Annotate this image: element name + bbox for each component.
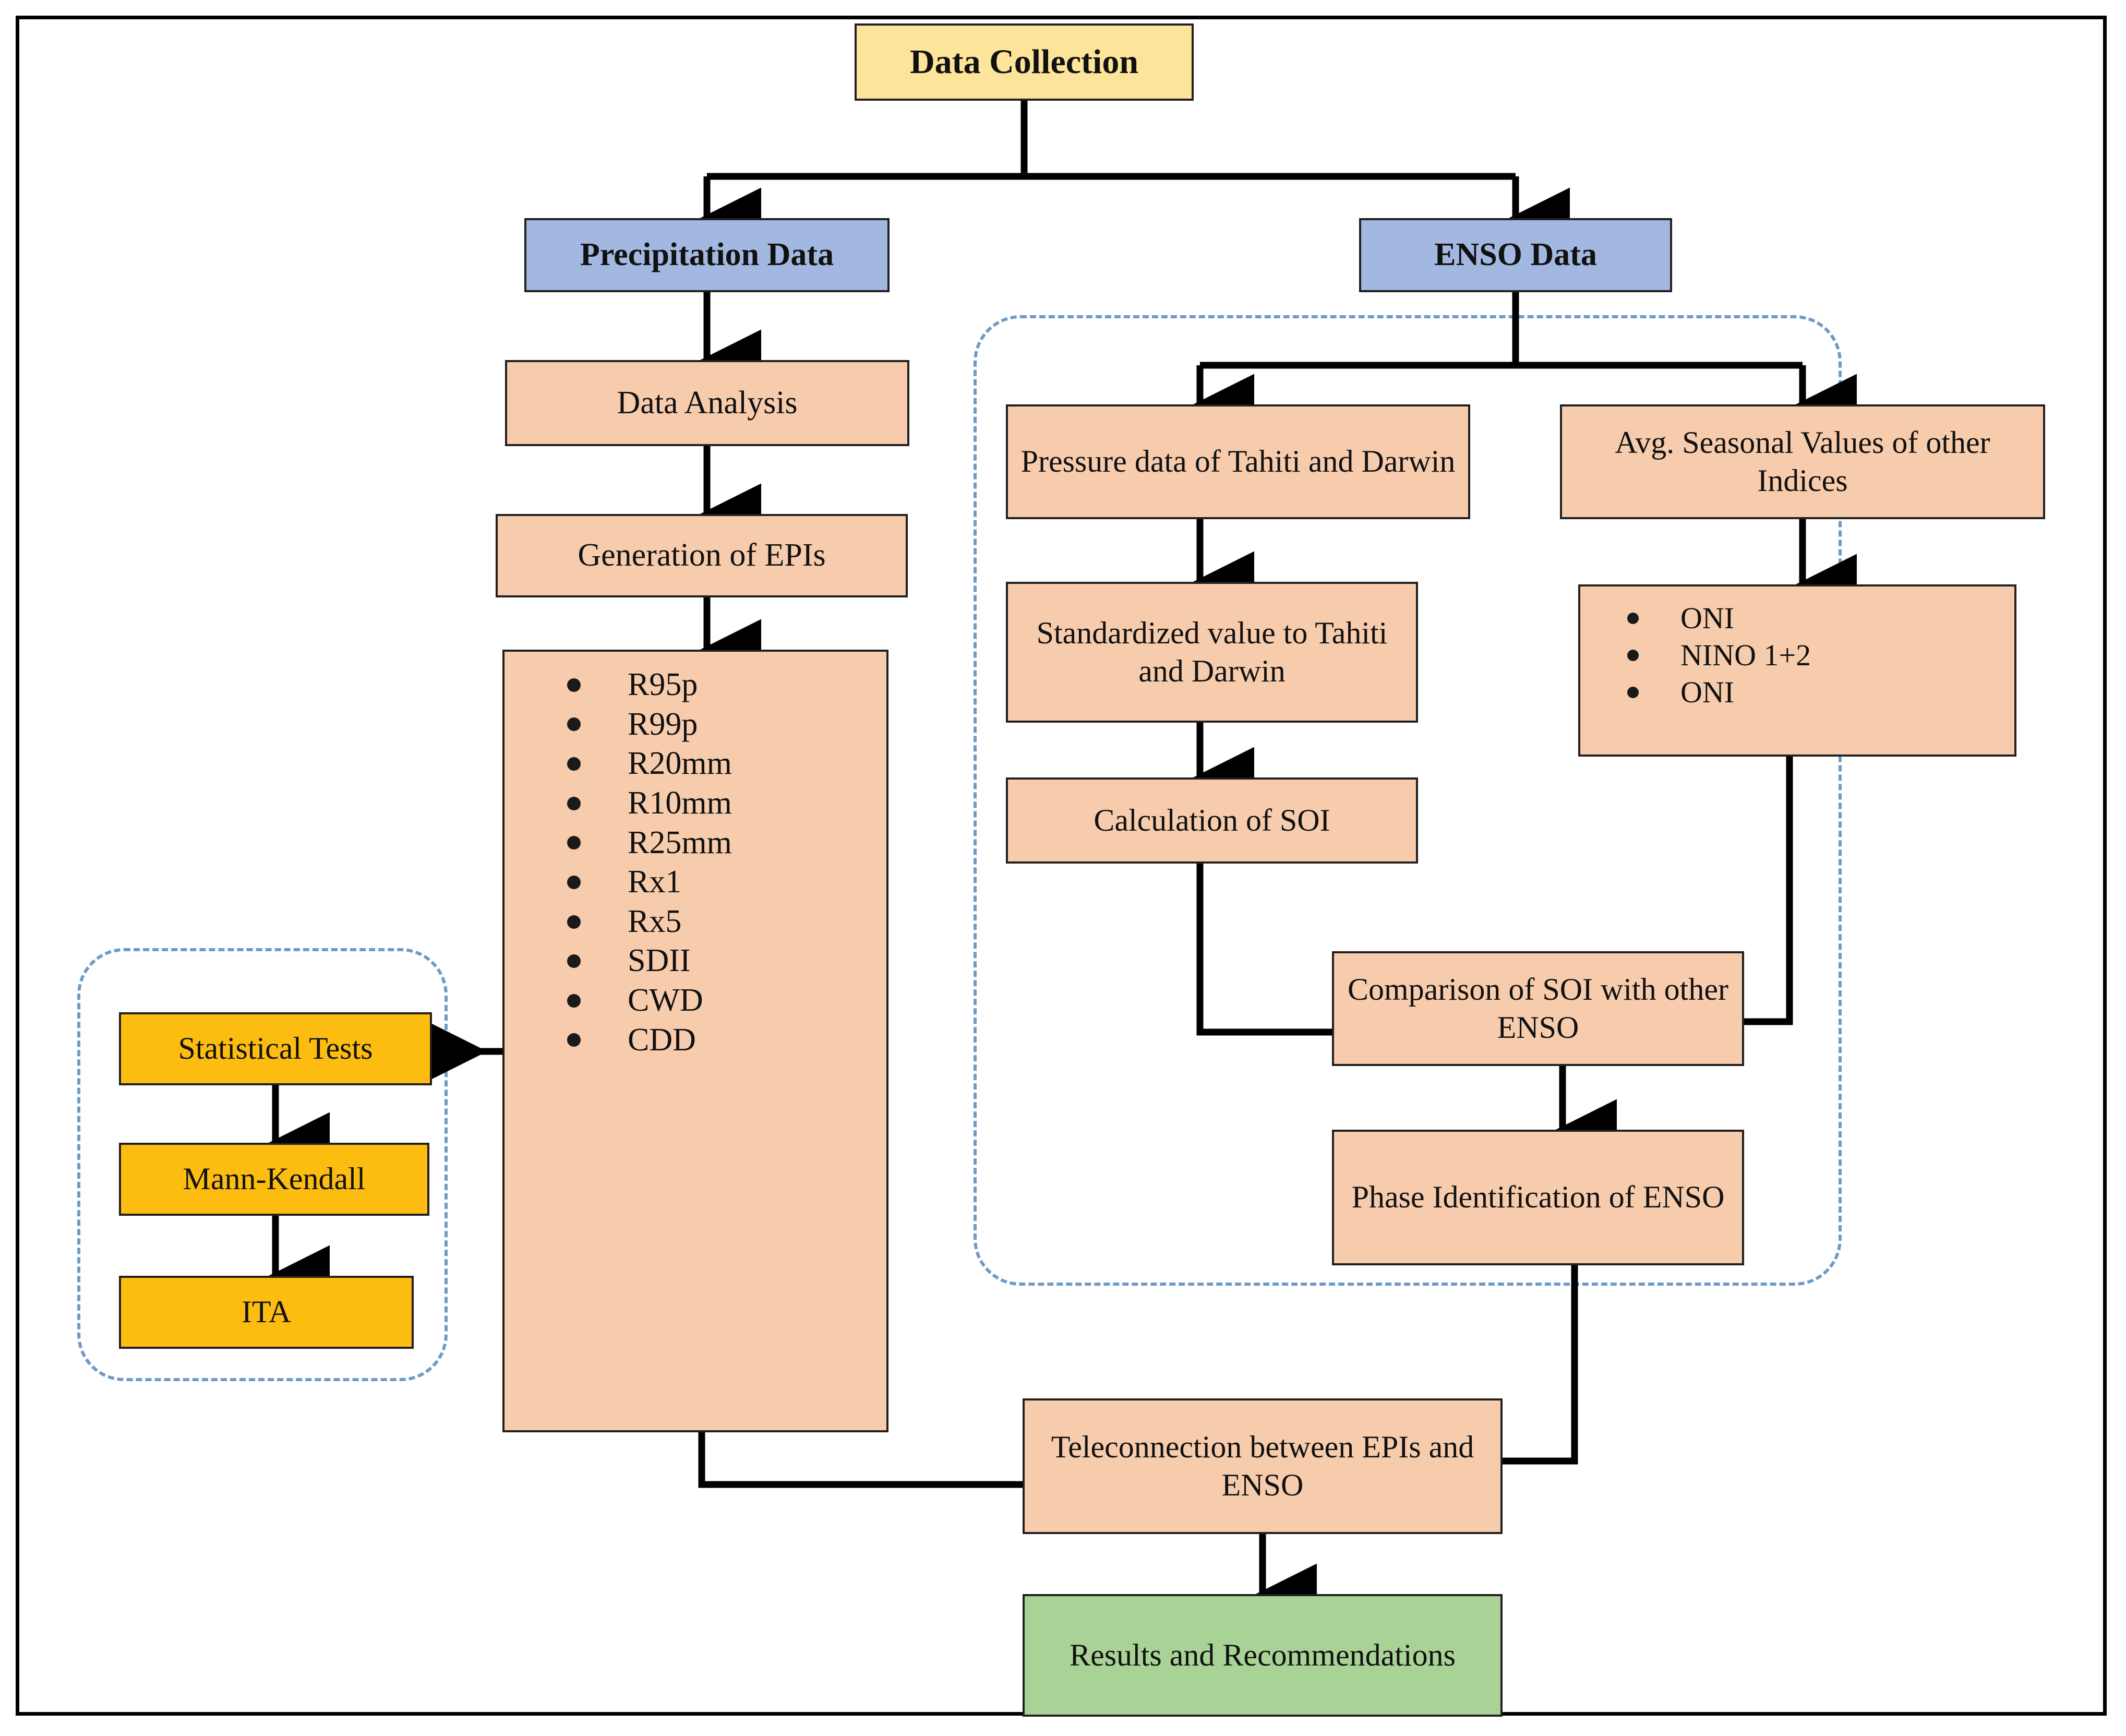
node-statistical-tests[interactable]: Statistical Tests	[119, 1012, 432, 1085]
node-label: Comparison of SOI with other ENSO	[1348, 972, 1728, 1045]
bullet-icon	[567, 954, 581, 968]
node-avg-seasonal-values[interactable]: Avg. Seasonal Values of other Indices	[1560, 404, 2045, 519]
node-enso-data[interactable]: ENSO Data	[1359, 218, 1672, 292]
list-item[interactable]: Rx5	[510, 902, 881, 942]
indices-list: ONI NINO 1+2 ONI	[1586, 600, 2009, 711]
node-label: Statistical Tests	[178, 1031, 373, 1066]
node-calculation-of-soi[interactable]: Calculation of SOI	[1006, 777, 1418, 864]
node-label: Pressure data of Tahiti and Darwin	[1020, 444, 1456, 479]
node-label: Data Analysis	[617, 385, 798, 421]
enso-group-container	[974, 315, 1842, 1286]
node-label: ITA	[241, 1295, 292, 1330]
list-item[interactable]: ONI	[1586, 600, 2009, 637]
list-item[interactable]: NINO 1+2	[1586, 637, 2009, 674]
list-item[interactable]: R95p	[510, 665, 881, 705]
node-generation-of-epis[interactable]: Generation of EPIs	[496, 514, 908, 597]
epi-list: R95p R99p R20mm R10mm R25mm Rx1 Rx5 SDII…	[510, 665, 881, 1060]
node-label: Generation of EPIs	[578, 537, 826, 573]
bullet-icon	[567, 915, 581, 929]
node-standardized-value[interactable]: Standardized value to Tahiti and Darwin	[1006, 582, 1418, 723]
list-item[interactable]: R20mm	[510, 744, 881, 784]
bullet-icon	[567, 1033, 581, 1047]
node-label: Calculation of SOI	[1094, 803, 1330, 837]
node-data-collection[interactable]: Data Collection	[855, 23, 1194, 101]
node-comparison-of-soi[interactable]: Comparison of SOI with other ENSO	[1332, 951, 1744, 1066]
node-label: Mann-Kendall	[183, 1162, 366, 1196]
statistical-tests-group-container	[77, 948, 448, 1381]
node-label: Results and Recommendations	[1070, 1637, 1456, 1672]
bullet-icon	[567, 757, 581, 771]
bullet-icon	[567, 993, 581, 1008]
node-phase-identification[interactable]: Phase Identification of ENSO	[1332, 1130, 1744, 1265]
node-label: Teleconnection between EPIs and ENSO	[1051, 1429, 1474, 1502]
node-label: ENSO Data	[1434, 237, 1597, 273]
node-epi-list[interactable]: R95p R99p R20mm R10mm R25mm Rx1 Rx5 SDII…	[502, 650, 888, 1432]
node-label: Data Collection	[909, 42, 1139, 81]
list-item[interactable]: ONI	[1586, 674, 2009, 711]
bullet-icon	[567, 678, 581, 692]
node-data-analysis[interactable]: Data Analysis	[505, 360, 909, 446]
bullet-icon	[567, 796, 581, 810]
node-indices-list[interactable]: ONI NINO 1+2 ONI	[1578, 584, 2016, 757]
bullet-icon	[567, 836, 581, 850]
bullet-icon	[1627, 613, 1639, 625]
bullet-icon	[1627, 686, 1639, 698]
node-label: Precipitation Data	[580, 237, 834, 273]
list-item[interactable]: R99p	[510, 705, 881, 745]
node-teleconnection[interactable]: Teleconnection between EPIs and ENSO	[1023, 1398, 1503, 1534]
node-label: Phase Identification of ENSO	[1351, 1180, 1725, 1215]
bullet-icon	[1627, 650, 1639, 662]
node-label: Avg. Seasonal Values of other Indices	[1615, 425, 1990, 498]
bullet-icon	[567, 717, 581, 732]
node-precipitation-data[interactable]: Precipitation Data	[524, 218, 890, 292]
node-label: Standardized value to Tahiti and Darwin	[1036, 615, 1388, 688]
node-results-and-recommendations[interactable]: Results and Recommendations	[1023, 1594, 1503, 1717]
list-item[interactable]: CWD	[510, 981, 881, 1021]
list-item[interactable]: R25mm	[510, 823, 881, 863]
node-mann-kendall[interactable]: Mann-Kendall	[119, 1143, 429, 1216]
list-item[interactable]: R10mm	[510, 784, 881, 823]
list-item[interactable]: CDD	[510, 1021, 881, 1060]
bullet-icon	[567, 875, 581, 889]
list-item[interactable]: Rx1	[510, 863, 881, 902]
list-item[interactable]: SDII	[510, 941, 881, 981]
node-ita[interactable]: ITA	[119, 1276, 414, 1349]
node-pressure-data-tahiti-darwin[interactable]: Pressure data of Tahiti and Darwin	[1006, 404, 1470, 519]
